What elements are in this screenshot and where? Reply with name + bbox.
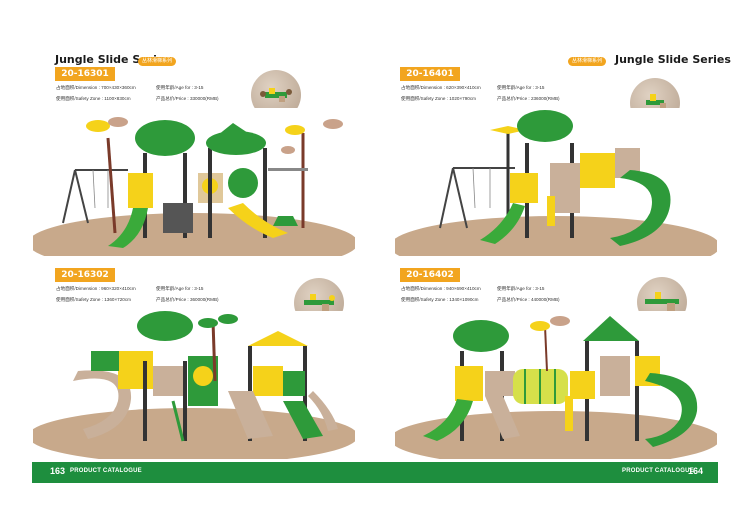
footer-label: PRODUCT CATALOGUE (70, 468, 142, 474)
page-number: 163 (50, 466, 66, 476)
product-price: 产品总价/Price : 236000(RMB) (497, 96, 560, 101)
footer-bar-left: 163 PRODUCT CATALOGUE (32, 462, 375, 483)
series-title: Jungle Slide Series (615, 53, 731, 66)
product-age: 使用年龄/Age for : 3-15 (156, 286, 204, 291)
product-safety-zone: 使用面积/Safety Zone : 1340×1090cm (401, 297, 479, 302)
product-dimension: 占地面积/Dimension : 960×320×410cm (56, 286, 136, 291)
page-number: 164 (688, 466, 704, 476)
footer-label: PRODUCT CATALOGUE (622, 468, 694, 474)
product-age: 使用年龄/Age for : 3-15 (497, 85, 545, 90)
left-page: Jungle Slide Series 丛林滑梯系列 20-16301 占地面积… (33, 53, 355, 459)
footer-bar-right: PRODUCT CATALOGUE 164 (375, 462, 718, 483)
product-safety-zone: 使用面积/Safety Zone : 1360×720cm (56, 297, 131, 302)
product-dimension: 占地面积/Dimension : 940×690×410cm (401, 286, 481, 291)
product-image-20-16402 (395, 311, 717, 459)
product-image-20-16301 (33, 108, 355, 256)
product-age: 使用年龄/Age for : 3-15 (156, 85, 204, 90)
product-dimension: 占地面积/Dimension : 700×430×360cm (56, 85, 136, 90)
series-tag: 丛林滑梯系列 (568, 57, 607, 66)
product-dimension: 占地面积/Dimension : 620×390×410cm (401, 85, 481, 90)
product-code: 20-16302 (55, 268, 115, 282)
product-age: 使用年龄/Age for : 3-15 (497, 286, 545, 291)
product-code: 20-16401 (400, 67, 460, 81)
product-price: 产品总价/Price : 360000(RMB) (156, 297, 219, 302)
product-image-20-16302 (33, 311, 355, 459)
right-page: 丛林滑梯系列 Jungle Slide Series 20-16401 占地面积… (375, 0, 750, 530)
product-price: 产品总价/Price : 440000(RMB) (497, 297, 560, 302)
product-price: 产品总价/Price : 330000(RMB) (156, 96, 219, 101)
series-tag: 丛林滑梯系列 (138, 57, 177, 66)
product-safety-zone: 使用面积/Safety Zone : 1100×830cm (56, 96, 131, 101)
product-code: 20-16402 (400, 268, 460, 282)
product-image-20-16401 (395, 108, 717, 256)
product-code: 20-16301 (55, 67, 115, 81)
product-safety-zone: 使用面积/Safety Zone : 1020×790cm (401, 96, 476, 101)
